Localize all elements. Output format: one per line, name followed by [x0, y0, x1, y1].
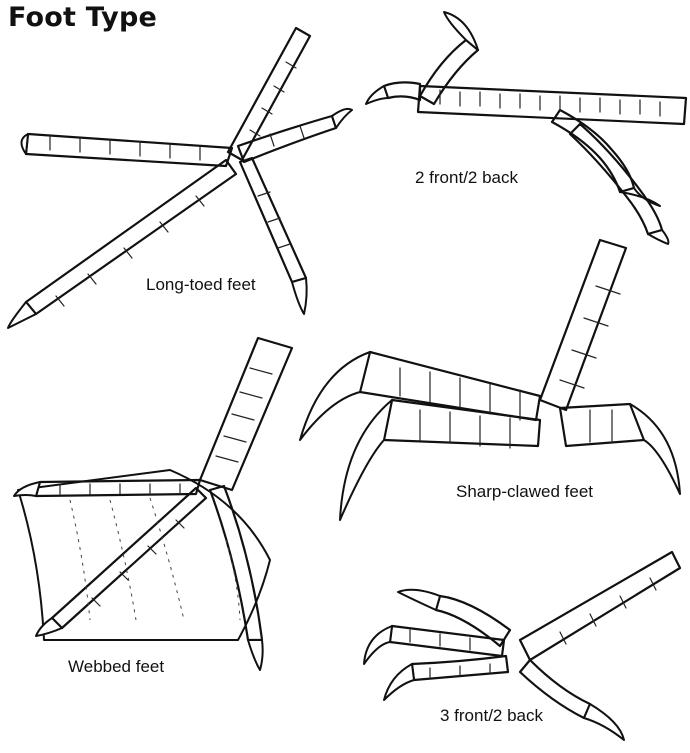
long-toed-feet-label: Long-toed feet: [146, 275, 256, 295]
webbed-foot-illustration: [14, 338, 292, 670]
two-front-two-back-foot-illustration: [366, 12, 686, 244]
two-front-two-back-label: 2 front/2 back: [415, 168, 518, 188]
sharp-clawed-feet-label: Sharp-clawed feet: [456, 482, 593, 502]
sharp-clawed-foot-illustration: [300, 240, 680, 520]
three-front-two-back-label: 3 front/2 back: [440, 706, 543, 726]
webbed-feet-label: Webbed feet: [68, 657, 164, 677]
